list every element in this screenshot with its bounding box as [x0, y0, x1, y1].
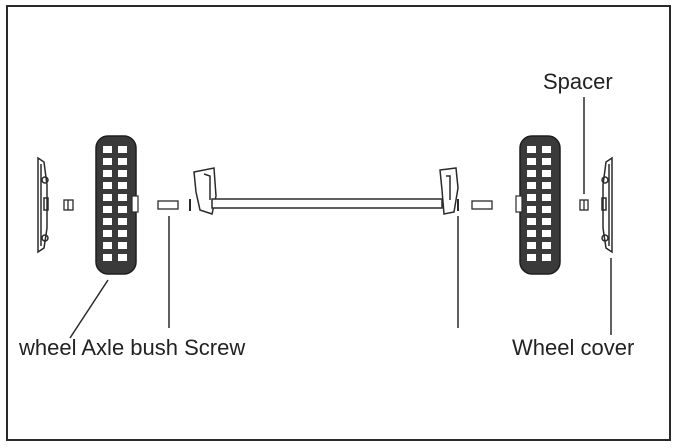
leader-lines — [69, 97, 612, 339]
leader-wheel — [69, 279, 109, 339]
right-spacer — [579, 199, 589, 211]
label-wheel-cover: Wheel cover — [512, 335, 635, 360]
left-screw — [63, 199, 74, 211]
left-wheel — [95, 135, 139, 275]
right-wheel — [515, 135, 561, 275]
left-screw-pin — [189, 199, 191, 211]
label-wheel-axle-bush-screw: wheel Axle bush Screw — [19, 335, 246, 360]
left-wheel-cover — [37, 156, 49, 254]
right-axle-bush — [471, 200, 493, 210]
axle — [193, 167, 459, 215]
left-axle-bush — [157, 200, 179, 210]
right-screw-pin — [457, 199, 459, 211]
label-spacer: Spacer — [543, 69, 613, 94]
right-wheel-cover — [601, 156, 613, 254]
